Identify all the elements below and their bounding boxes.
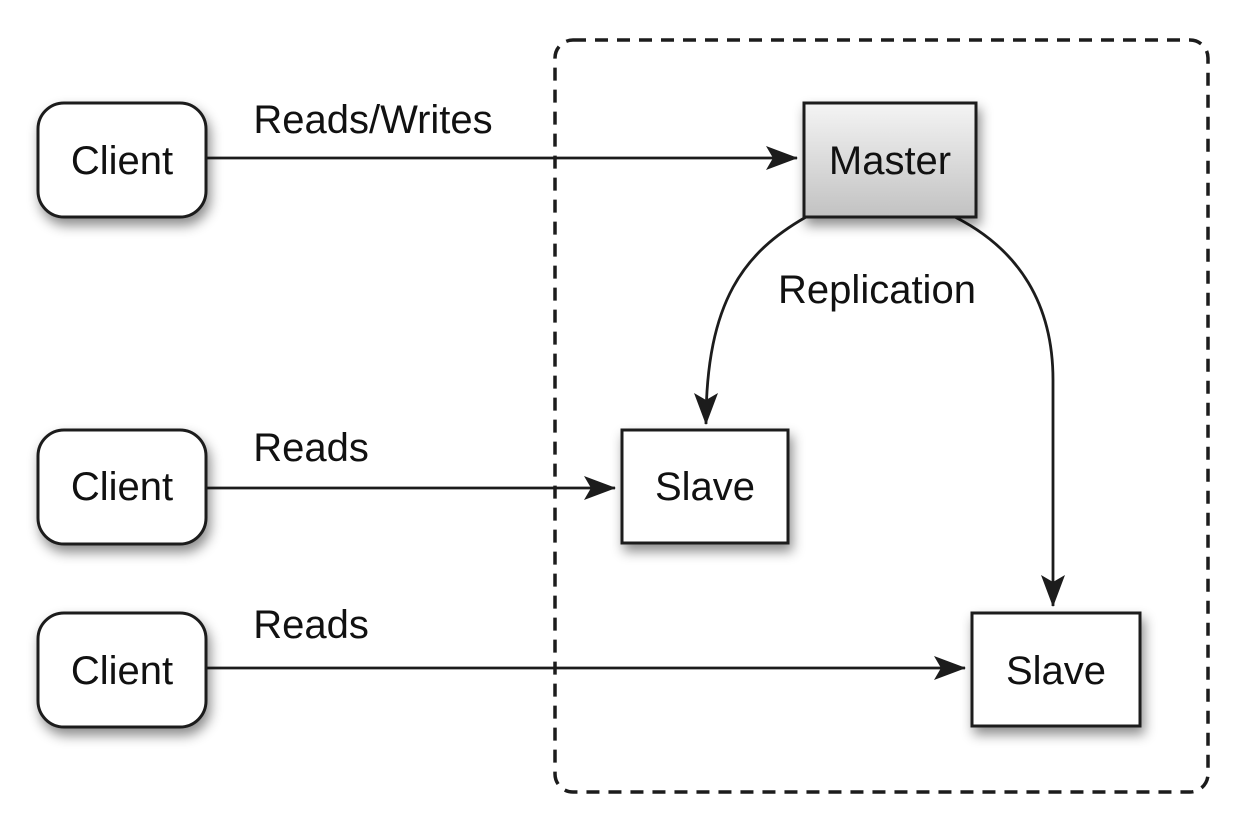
client3-node: Client [36,611,208,729]
master-box [802,101,978,219]
client2-box [36,428,208,546]
edge-replication-left [694,215,807,425]
client3-label: Client [71,649,173,693]
slave1-node: Slave [620,428,790,545]
slave2-box [970,611,1142,728]
master-label: Master [829,139,951,183]
client1-node: Client [36,101,208,219]
client3-box [36,611,208,729]
client1-box [36,101,208,219]
client2-node: Client [36,428,208,546]
slave2-label: Slave [1006,649,1106,693]
edge-replication-right [954,215,1065,607]
master-node: Master [802,101,978,219]
reads-middle-label: Reads [253,426,369,470]
slave2-node: Slave [970,611,1142,728]
client2-label: Client [71,465,173,509]
slave1-label: Slave [655,465,755,509]
reads-writes-label: Reads/Writes [253,98,492,142]
slave1-box [620,428,790,545]
reads-bottom-label: Reads [253,603,369,647]
client1-label: Client [71,139,173,183]
cluster-boundary [553,38,1210,794]
replication-label: Replication [778,268,976,312]
